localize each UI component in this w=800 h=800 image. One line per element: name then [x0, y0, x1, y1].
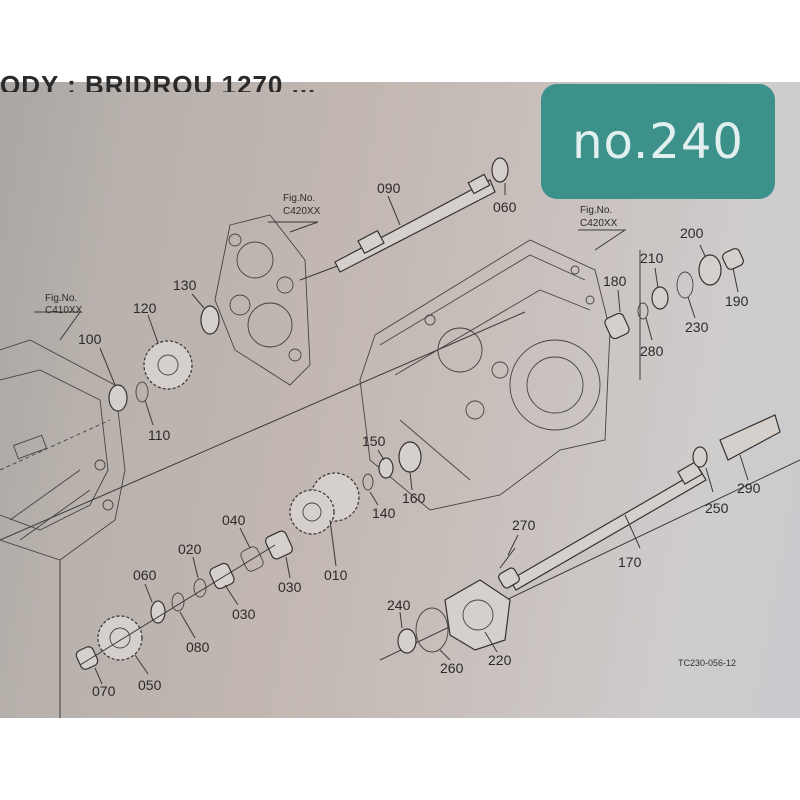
label-120: 120: [133, 300, 157, 316]
circlip-230: [676, 271, 694, 299]
label-280: 280: [640, 343, 664, 359]
fig-ref-left-line2: C410XX: [45, 305, 83, 316]
sleeve-290: [719, 414, 781, 461]
shaft-170-spline: [677, 461, 703, 485]
seal-060-top: [491, 157, 509, 183]
gear-120: [143, 340, 193, 390]
gear-050: [97, 615, 143, 661]
label-160: 160: [402, 490, 426, 506]
bearing-130: [200, 305, 220, 335]
label-030-upper: 030: [278, 579, 302, 595]
label-290: 290: [737, 480, 761, 496]
label-260: 260: [440, 660, 464, 676]
label-250: 250: [705, 500, 729, 516]
label-010: 010: [324, 567, 348, 583]
ring-140: [362, 473, 374, 491]
needle-bearing-070: [75, 646, 99, 670]
bearing-210: [651, 286, 669, 310]
fig-ref-right-line2: C420XX: [580, 218, 618, 229]
label-070: 070: [92, 683, 116, 699]
label-110: 110: [148, 427, 171, 443]
ring-280: [637, 302, 649, 320]
bearing-200: [698, 254, 722, 286]
label-050: 050: [138, 677, 162, 693]
label-090: 090: [377, 180, 401, 196]
label-140: 140: [372, 505, 396, 521]
seal-250: [692, 446, 708, 468]
label-240: 240: [387, 597, 411, 613]
bearing-190: [722, 248, 744, 270]
diagram-title-partial: ODY : BRIDROU 1270 ...: [0, 70, 317, 92]
label-200: 200: [680, 225, 704, 241]
case-c410xx: [0, 339, 126, 561]
bolt-270: [499, 547, 516, 569]
main-housing-c420xx: [359, 239, 611, 511]
label-100: 100: [78, 331, 102, 347]
fig-ref-right-line1: Fig.No.: [580, 205, 612, 216]
shaft-170: [509, 469, 707, 591]
label-060-bottom: 060: [133, 567, 157, 583]
label-230: 230: [685, 319, 709, 335]
o-ring-260: [415, 607, 449, 653]
shaft-090: [299, 173, 496, 281]
collar-040: [240, 546, 264, 572]
label-150: 150: [362, 433, 386, 449]
fig-ref-leader-right: [578, 229, 627, 251]
bottom-margin: [0, 718, 800, 800]
label-020: 020: [178, 541, 202, 557]
needle-bearing-030-upper: [265, 530, 293, 560]
label-040: 040: [222, 512, 246, 528]
needle-bearing-030-lower: [209, 562, 235, 590]
bearing-100: [108, 384, 128, 412]
label-220: 220: [488, 652, 512, 668]
label-080: 080: [186, 639, 210, 655]
bearing-160: [398, 441, 422, 473]
gear-010: [289, 472, 360, 535]
label-130: 130: [173, 277, 197, 293]
label-030-lower: 030: [232, 606, 256, 622]
bearing-150: [378, 457, 394, 479]
drawing-code: TC230-056-12: [678, 658, 736, 668]
fig-ref-center-line2: C420XX: [283, 206, 321, 217]
item-number-text: no.240: [572, 113, 744, 170]
flange-220: [444, 579, 511, 651]
fig-ref-left-line1: Fig.No.: [45, 293, 77, 304]
bearing-near-220: [498, 567, 520, 589]
snap-ring-080: [171, 592, 185, 612]
label-180: 180: [603, 273, 627, 289]
snap-ring-110: [135, 381, 149, 403]
label-170: 170: [618, 554, 642, 570]
bearing-180: [604, 312, 630, 340]
fig-ref-leader-center: [268, 221, 319, 233]
washer-060-lower: [150, 600, 166, 624]
fig-ref-center-line1: Fig.No.: [283, 193, 315, 204]
label-270: 270: [512, 517, 536, 533]
label-210: 210: [640, 250, 664, 266]
fig-ref-leader-left: [34, 311, 81, 341]
bearing-240: [397, 628, 417, 654]
label-190: 190: [725, 293, 749, 309]
leader-lines: [94, 183, 749, 685]
item-number-badge: no.240: [541, 84, 775, 199]
label-060-top: 060: [493, 199, 517, 215]
cover-plate-c420xx: [214, 214, 311, 386]
